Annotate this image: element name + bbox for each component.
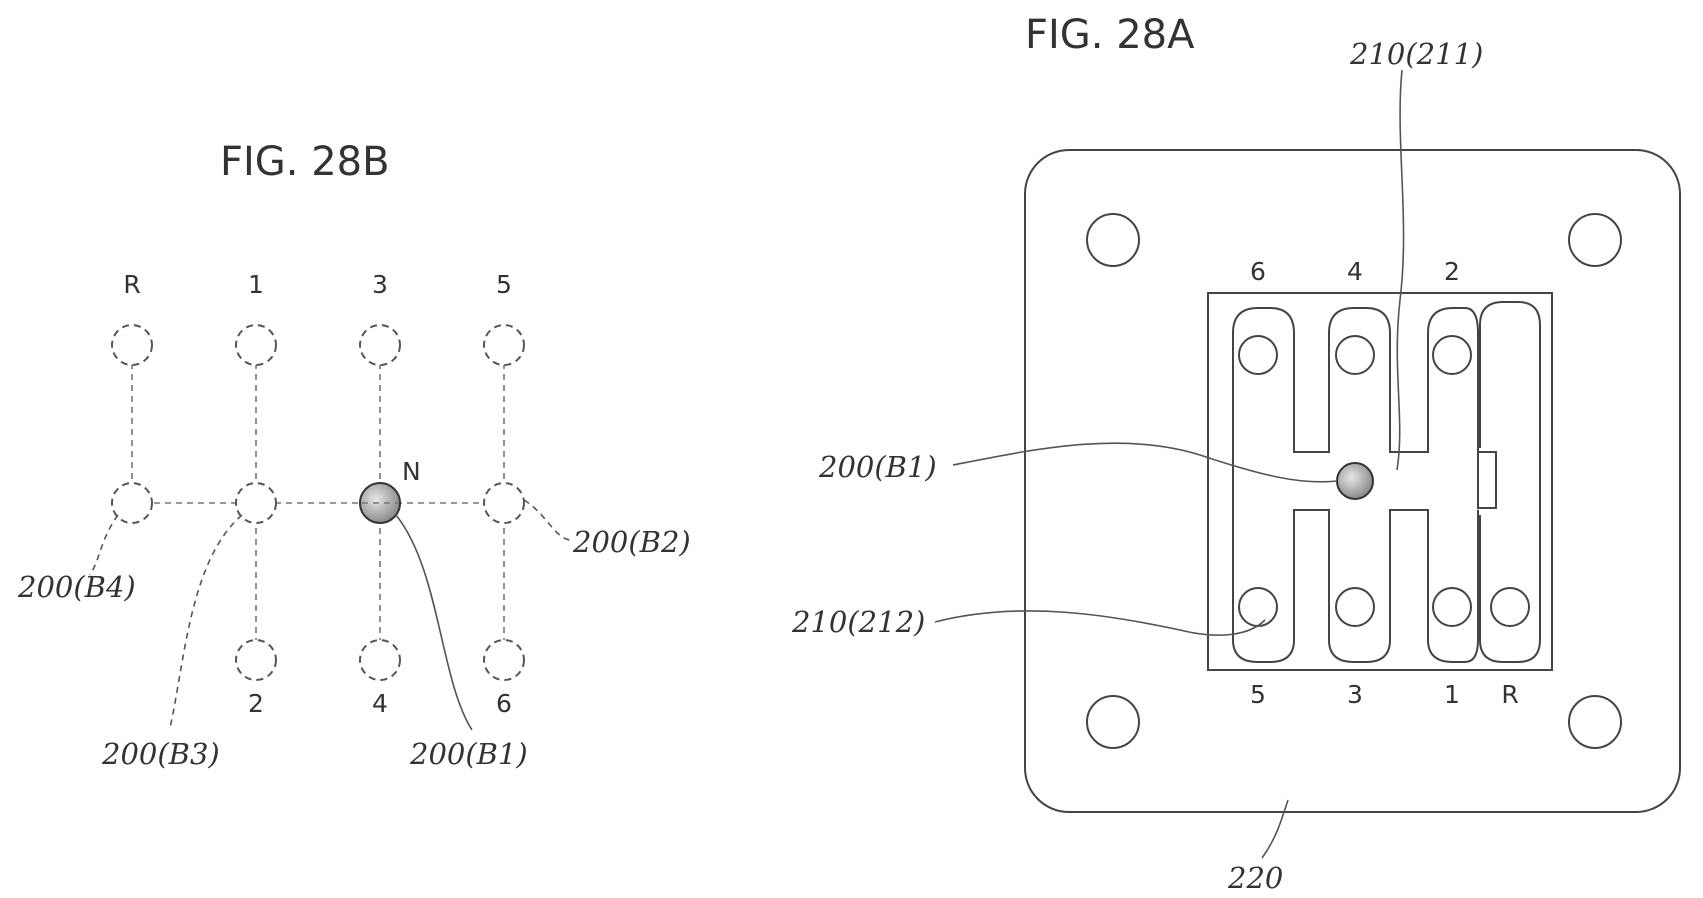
- slot-3: [1335, 587, 1375, 627]
- leader-212: [934, 610, 1266, 636]
- fig-28a-top-labels: 6 4 2: [1250, 257, 1460, 286]
- base-plate-220: [1024, 149, 1681, 813]
- figure-28b: FIG. 28B R 1 3: [17, 139, 691, 771]
- fig-28a-bottom-labels: 5 3 1 R: [1250, 680, 1519, 709]
- label-a-1: 1: [1444, 680, 1460, 709]
- slot-2: [1432, 335, 1472, 375]
- knob-b1-neutral: [359, 482, 401, 524]
- label-a-5: 5: [1250, 680, 1266, 709]
- label-a-2: 2: [1444, 257, 1460, 286]
- label-3: 3: [372, 270, 388, 299]
- label-a-3: 3: [1347, 680, 1363, 709]
- label-5: 5: [496, 270, 512, 299]
- leader-b1: [395, 514, 473, 731]
- fig-28b-title: FIG. 28B: [220, 139, 390, 185]
- leader-211: [1396, 69, 1405, 471]
- callout-b2: 200(B2): [572, 525, 691, 559]
- label-neutral: N: [402, 457, 421, 486]
- guide-212: [1232, 509, 1479, 663]
- callout-220: 220: [1227, 861, 1283, 895]
- label-1: 1: [248, 270, 264, 299]
- mount-hole-top-right: [1568, 213, 1622, 267]
- fig-28b-leaders: [89, 499, 573, 731]
- label-a-6: 6: [1250, 257, 1266, 286]
- fig-28a-leaders: [934, 69, 1405, 859]
- mount-hole-top-left: [1086, 213, 1140, 267]
- position-b2: [483, 482, 525, 524]
- callout-b3: 200(B3): [101, 737, 220, 771]
- mount-hole-bottom-right: [1568, 695, 1622, 749]
- gear-positions: [111, 324, 525, 681]
- guide-211: [1232, 307, 1497, 509]
- leader-b3: [169, 514, 243, 729]
- callout-212: 210(212): [791, 605, 925, 639]
- label-r: R: [123, 270, 140, 299]
- leader-b4: [89, 514, 119, 576]
- leader-220: [1261, 799, 1289, 859]
- slot-4: [1335, 335, 1375, 375]
- guide-r-channel: [1479, 301, 1541, 663]
- position-5: [483, 324, 525, 366]
- shift-pattern-lines: [131, 352, 505, 656]
- slot-6: [1238, 335, 1278, 375]
- label-6: 6: [496, 689, 512, 718]
- position-6: [483, 639, 525, 681]
- label-a-r: R: [1501, 680, 1518, 709]
- callout-b4: 200(B4): [17, 570, 136, 604]
- callout-knob-b1: 200(B1): [818, 450, 937, 484]
- slot-r: [1490, 587, 1530, 627]
- label-2: 2: [248, 689, 264, 718]
- mount-hole-bottom-left: [1086, 695, 1140, 749]
- label-a-4: 4: [1347, 257, 1363, 286]
- position-4: [359, 639, 401, 681]
- slot-1: [1432, 587, 1472, 627]
- guide-frame: [1207, 292, 1553, 671]
- knob-b1: [1336, 462, 1374, 500]
- leader-b2: [523, 499, 573, 541]
- slot-5: [1238, 587, 1278, 627]
- fig-28a-positions: [1238, 335, 1530, 627]
- position-3: [359, 324, 401, 366]
- fig-28a-title: FIG. 28A: [1025, 12, 1195, 58]
- position-1: [235, 324, 277, 366]
- position-r: [111, 324, 153, 366]
- fig-28b-bottom-labels: 2 4 6: [248, 689, 512, 718]
- position-b3: [235, 482, 277, 524]
- position-2: [235, 639, 277, 681]
- fig-28b-top-labels: R 1 3 5: [123, 270, 512, 299]
- leader-knob-b1: [952, 442, 1338, 483]
- position-b4: [111, 482, 153, 524]
- callout-b1: 200(B1): [409, 737, 528, 771]
- callout-211: 210(211): [1349, 37, 1483, 71]
- label-4: 4: [372, 689, 388, 718]
- figure-28a: FIG. 28A 6 4 2: [791, 12, 1681, 895]
